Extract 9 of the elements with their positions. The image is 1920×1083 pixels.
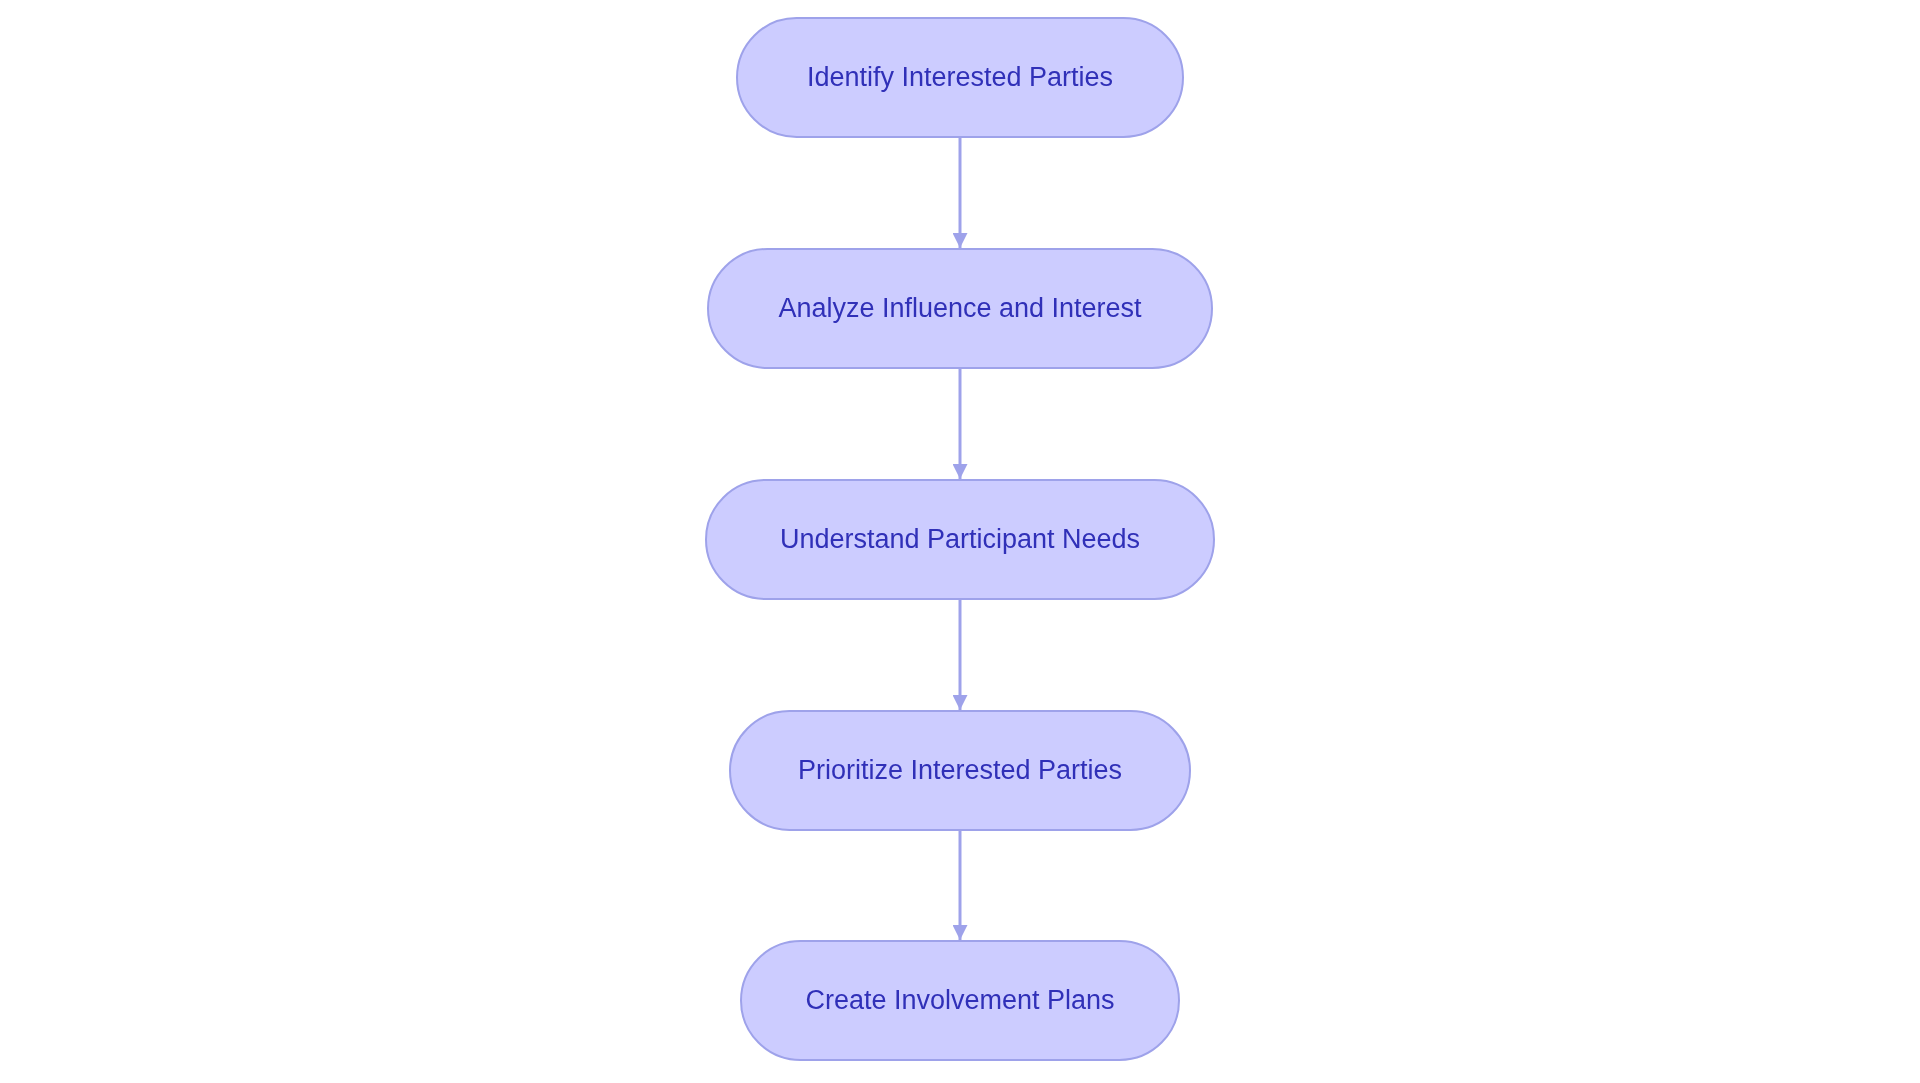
step-label: Create Involvement Plans bbox=[805, 984, 1115, 1018]
arrow bbox=[952, 138, 968, 248]
step-label: Analyze Influence and Interest bbox=[778, 292, 1142, 326]
arrow bbox=[952, 600, 968, 710]
arrow bbox=[952, 369, 968, 479]
step-label: Prioritize Interested Parties bbox=[797, 754, 1123, 788]
step-label: Understand Participant Needs bbox=[779, 523, 1141, 557]
arrow bbox=[952, 831, 968, 940]
step-label: Identify Interested Parties bbox=[806, 61, 1114, 95]
